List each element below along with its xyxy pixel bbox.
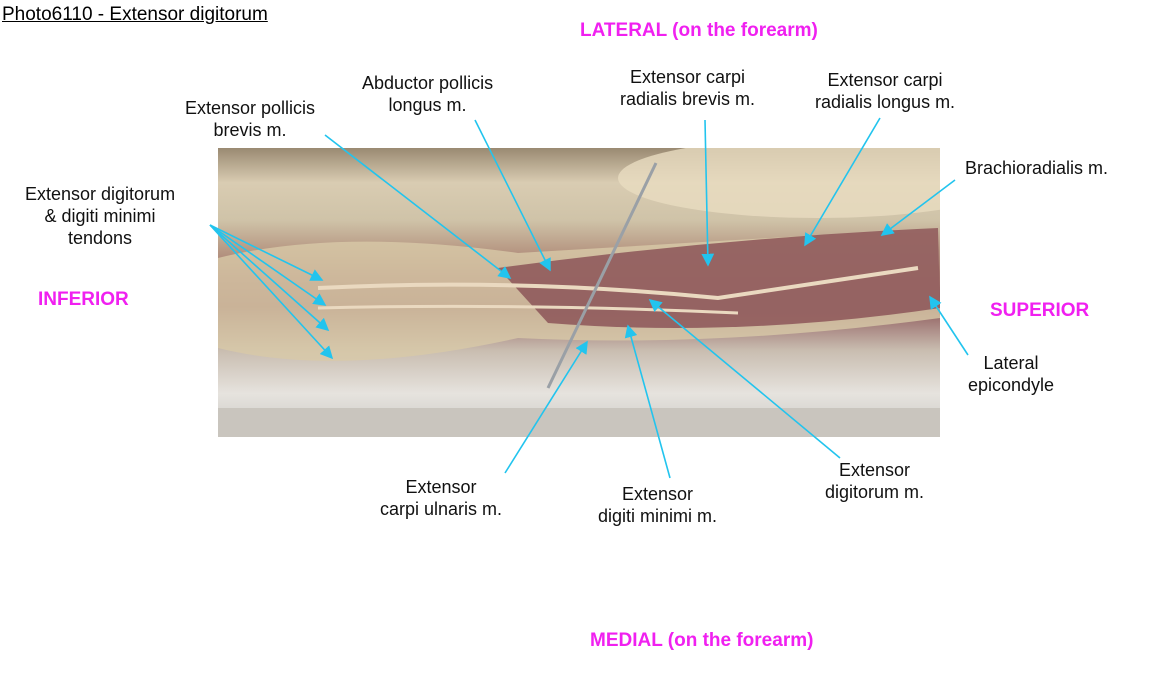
photo-illustration xyxy=(218,148,940,437)
direction-medial: MEDIAL (on the forearm) xyxy=(590,630,814,651)
figure-title: Photo6110 - Extensor digitorum xyxy=(2,4,268,25)
direction-lateral: LATERAL (on the forearm) xyxy=(580,20,818,41)
direction-inferior: INFERIOR xyxy=(38,289,129,310)
label-brachioradialis: Brachioradialis m. xyxy=(965,158,1109,178)
forearm-dissection-photo xyxy=(218,148,940,437)
direction-superior: SUPERIOR xyxy=(990,300,1090,321)
